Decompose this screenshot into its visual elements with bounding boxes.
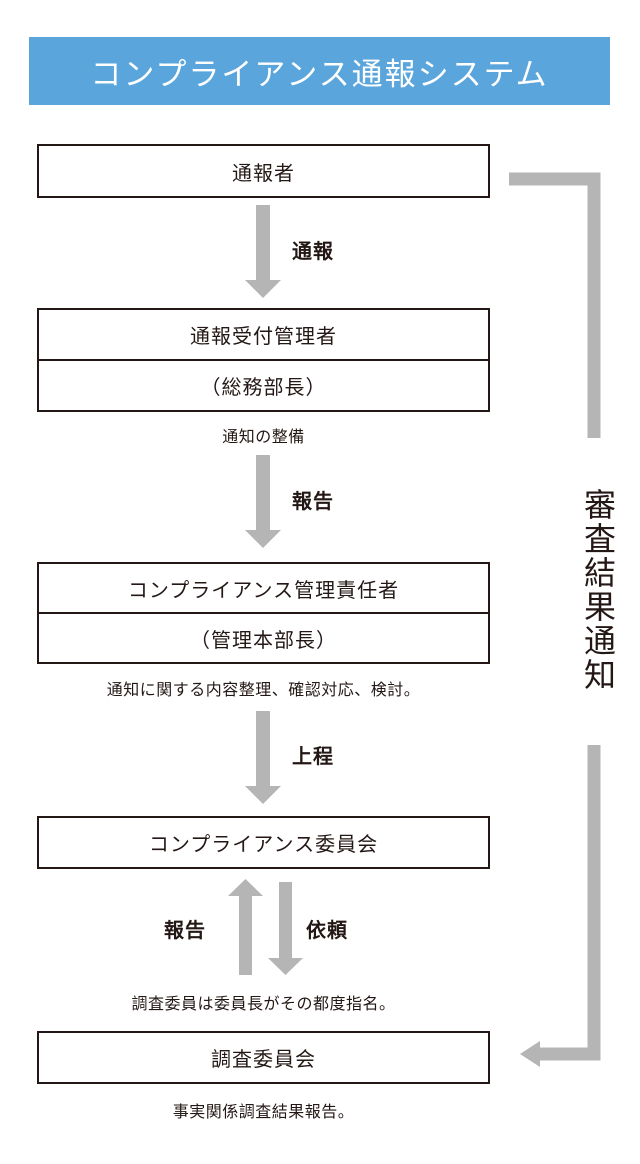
manager-label: コンプライアンス管理責任者 [127,577,400,602]
page-title: コンプライアンス通報システム [29,37,610,105]
receiver-box: 通報受付管理者 （総務部長） [37,308,490,412]
result-arrow-head [520,1041,540,1067]
receiver-label: 通報受付管理者 [190,324,337,348]
reporter-label: 通報者 [232,160,295,185]
manager-box: コンプライアンス管理責任者 （管理本部長） [37,562,490,664]
receiver-role: （総務部長） [39,359,488,410]
investigation-label: 調査委員会 [211,1047,316,1071]
manager-note: 通知に関する内容整理、確認対応、検討。 [106,680,421,699]
reporter-box: 通報者 [37,144,490,198]
manager-role: （管理本部長） [39,612,488,662]
arrow-report3 [228,879,263,975]
edge-label-report3: 報告 [164,918,206,942]
arrow-request [268,882,303,975]
arrow-submit [245,711,281,804]
edge-label-submit: 上程 [292,744,334,768]
arrow-report2 [245,455,281,548]
result-line-bottom [540,745,601,1061]
investigation-note: 事実関係調査結果報告。 [172,1102,355,1121]
committee-note: 調査委員は委員長がその都度指名。 [131,994,396,1013]
committee-box: コンプライアンス委員会 [37,816,490,869]
review-result-notice-label: 審査結果通知 [579,488,617,692]
committee-label: コンプライアンス委員会 [148,832,379,856]
edge-label-report1: 通報 [292,239,334,263]
edge-label-report2: 報告 [292,489,334,513]
arrow-report1 [245,205,281,298]
result-line-top [509,172,601,438]
investigation-box: 調査委員会 [37,1031,490,1084]
edge-label-request: 依頼 [306,918,348,942]
receiver-note: 通知の整備 [222,427,305,446]
